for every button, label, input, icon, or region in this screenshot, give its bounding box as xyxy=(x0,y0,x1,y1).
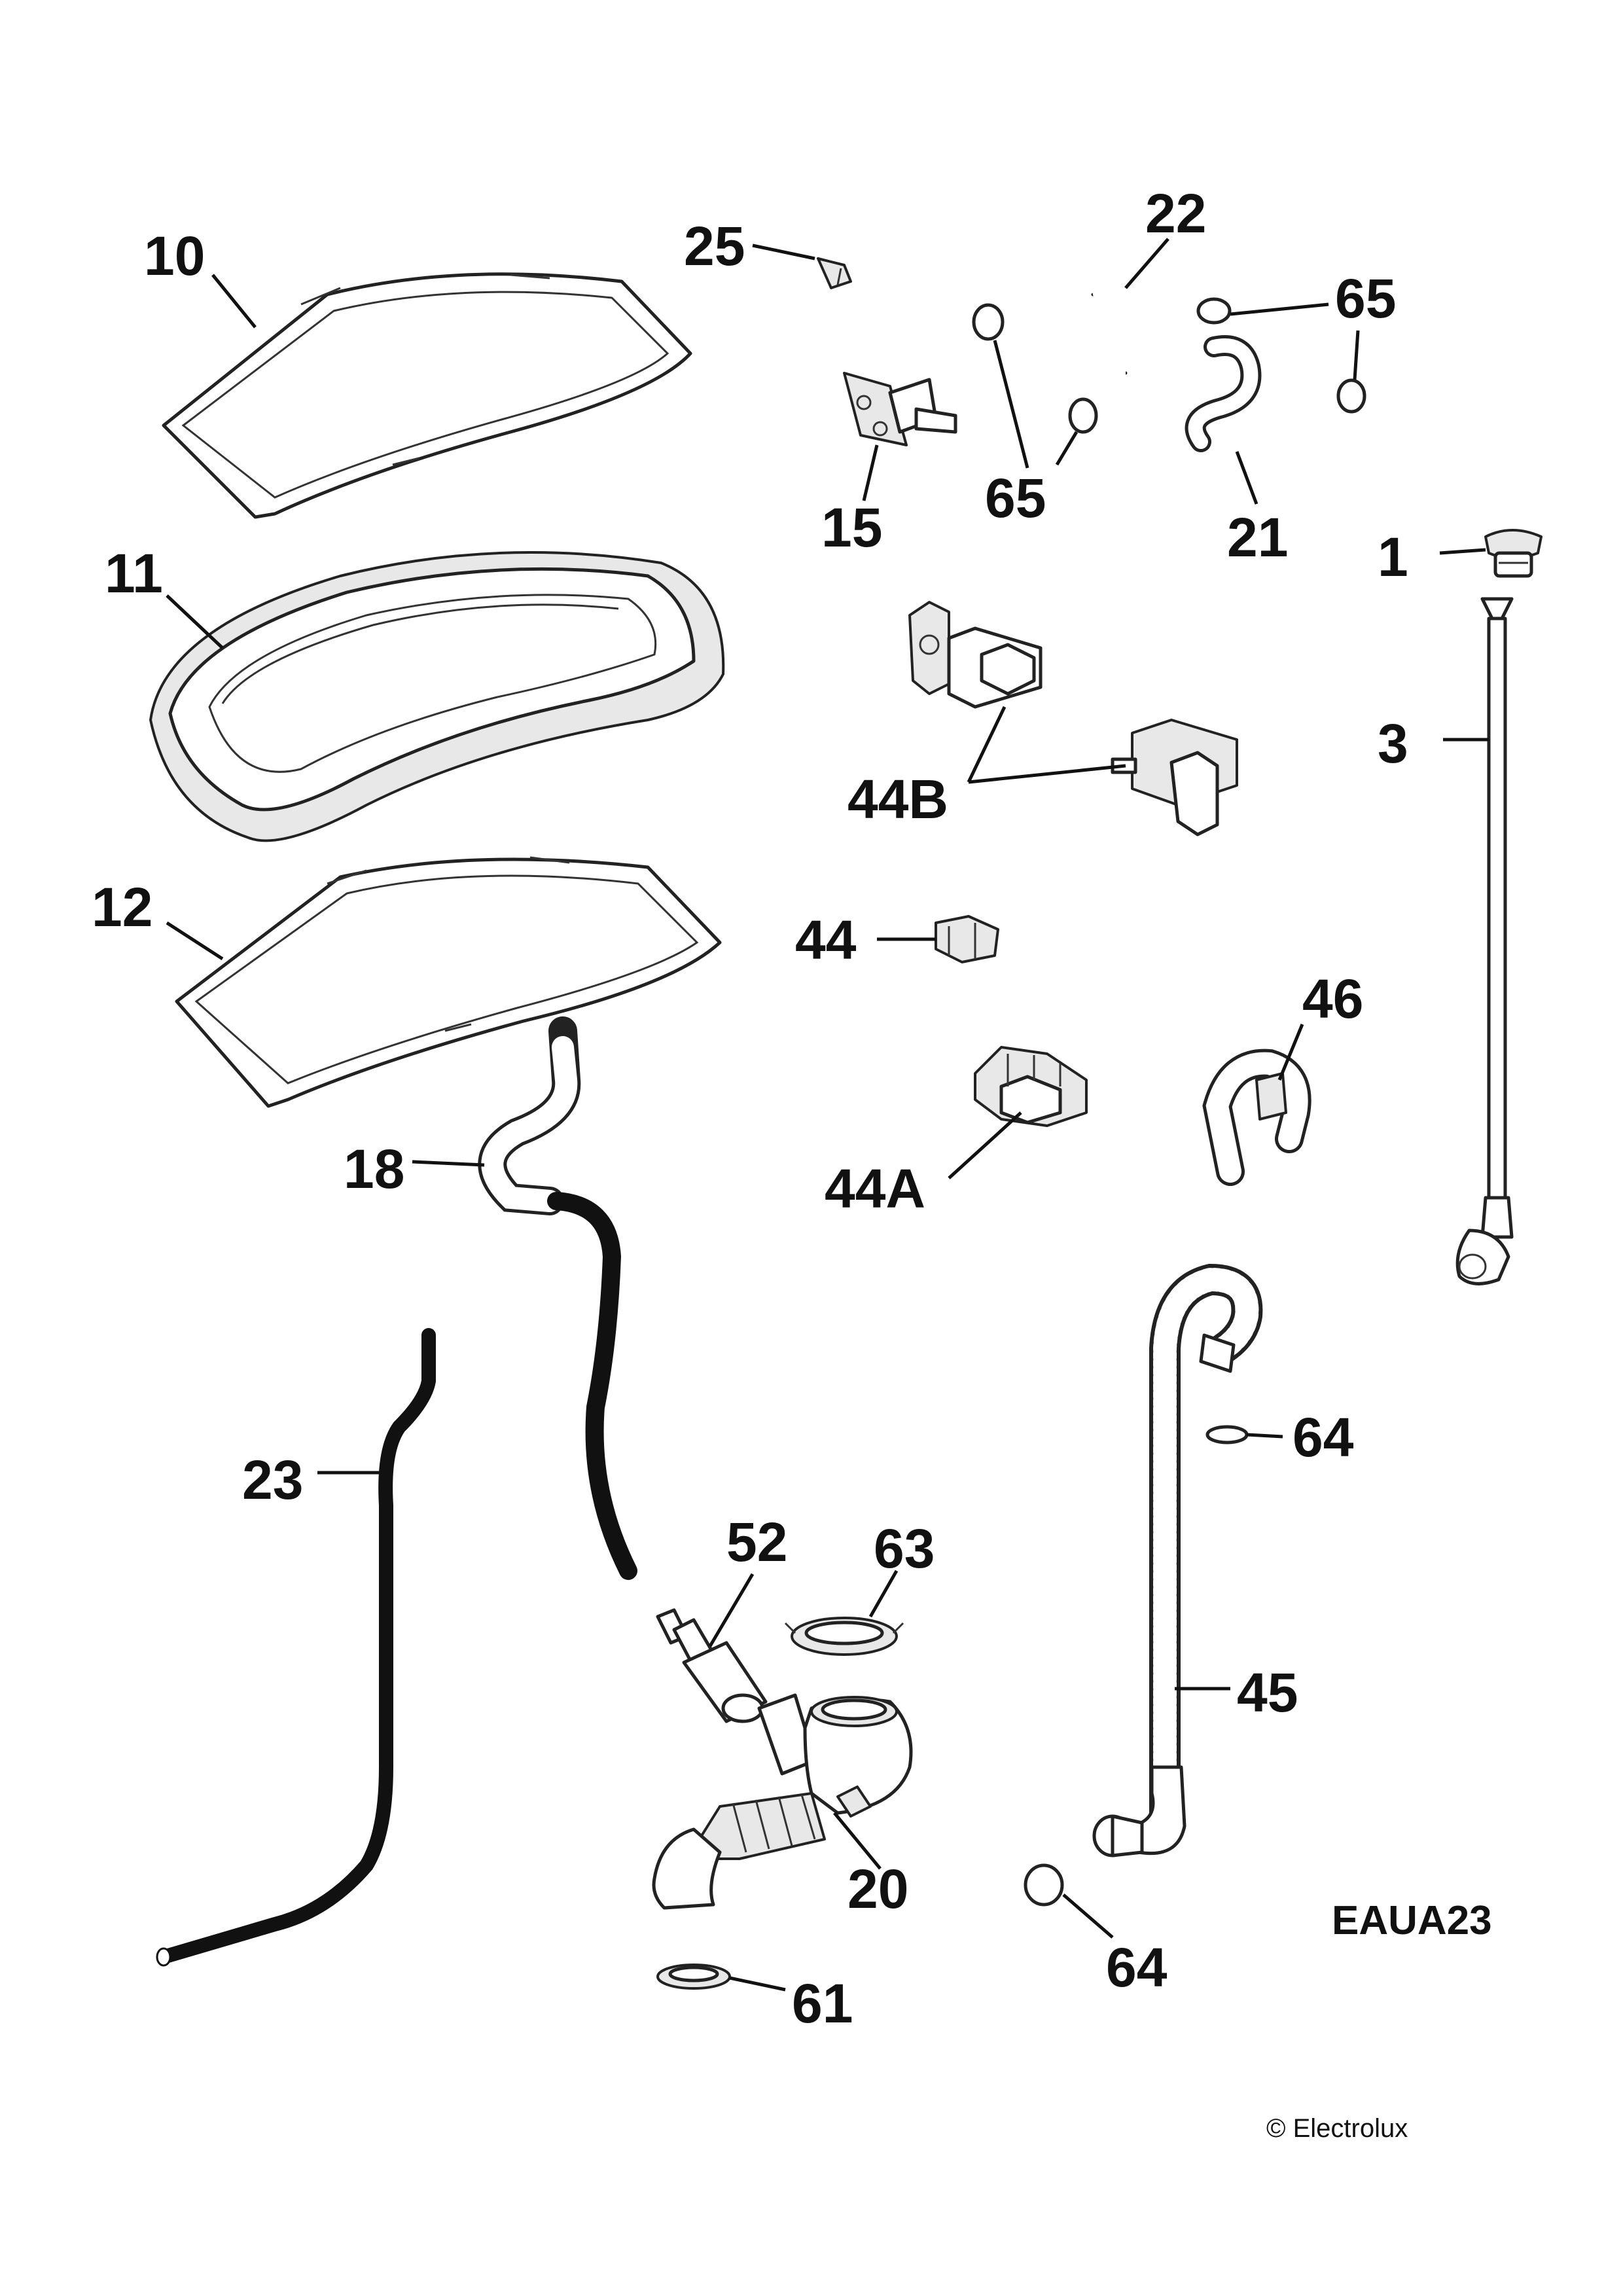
part-21-bent-hose xyxy=(1185,335,1262,452)
callout-22: 22 xyxy=(1145,183,1206,244)
callout-44: 44 xyxy=(795,909,857,971)
part-65-clamps xyxy=(972,297,1366,434)
callout-52: 52 xyxy=(726,1511,787,1573)
callout-21: 21 xyxy=(1227,507,1288,568)
callout-10: 10 xyxy=(144,225,205,287)
part-44-clip xyxy=(935,915,999,963)
part-23-hose xyxy=(156,1328,436,1967)
callout-65-mid: 65 xyxy=(985,467,1046,529)
part-20-sump-hose xyxy=(652,1693,913,1910)
diagram-code: EAUA23 xyxy=(1332,1898,1492,1943)
callout-45: 45 xyxy=(1237,1662,1298,1723)
part-22-bent-hose xyxy=(1085,287,1149,380)
part-18-hose xyxy=(478,1016,637,1580)
callout-3: 3 xyxy=(1378,713,1408,774)
callout-61: 61 xyxy=(792,1973,853,2034)
callout-23: 23 xyxy=(242,1449,303,1511)
callout-1: 1 xyxy=(1378,526,1408,588)
part-25-screw xyxy=(817,257,852,289)
part-15-valve xyxy=(843,372,957,446)
callout-46: 46 xyxy=(1302,968,1363,1030)
part-64-clamps xyxy=(1024,1425,1249,1907)
copyright-notice: © Electrolux xyxy=(1266,2114,1408,2143)
part-11-door-seal xyxy=(149,551,725,842)
callout-44b: 44B xyxy=(847,768,948,830)
part-1-cap xyxy=(1484,529,1543,578)
part-52-filter xyxy=(656,1608,768,1723)
part-3-tube xyxy=(1455,597,1514,1285)
part-44a-clip-block xyxy=(974,1046,1088,1127)
callout-labels: 10 11 12 25 22 65 15 65 21 1 3 44B 44 46… xyxy=(92,183,1408,2034)
part-45-drain-hose xyxy=(1092,1263,1263,1857)
callout-18: 18 xyxy=(344,1138,404,1200)
callout-12: 12 xyxy=(92,876,152,938)
callout-64-upper: 64 xyxy=(1293,1407,1354,1468)
callout-15: 15 xyxy=(821,497,882,558)
leader-lines xyxy=(166,238,1489,1992)
callout-65-top: 65 xyxy=(1335,268,1396,329)
part-63-seal xyxy=(784,1617,904,1656)
callout-11: 11 xyxy=(105,543,163,604)
part-10-door-frame xyxy=(162,272,692,519)
part-12-inner-ring xyxy=(175,856,722,1108)
callout-25: 25 xyxy=(684,215,745,277)
callout-20: 20 xyxy=(847,1858,908,1920)
callout-63: 63 xyxy=(874,1518,935,1579)
part-44b-brackets xyxy=(908,601,1238,836)
part-46-u-clip xyxy=(1202,1049,1311,1186)
callout-64-lower: 64 xyxy=(1106,1937,1168,1998)
part-61-gasket xyxy=(656,1964,731,1990)
callout-44a: 44A xyxy=(825,1158,925,1219)
